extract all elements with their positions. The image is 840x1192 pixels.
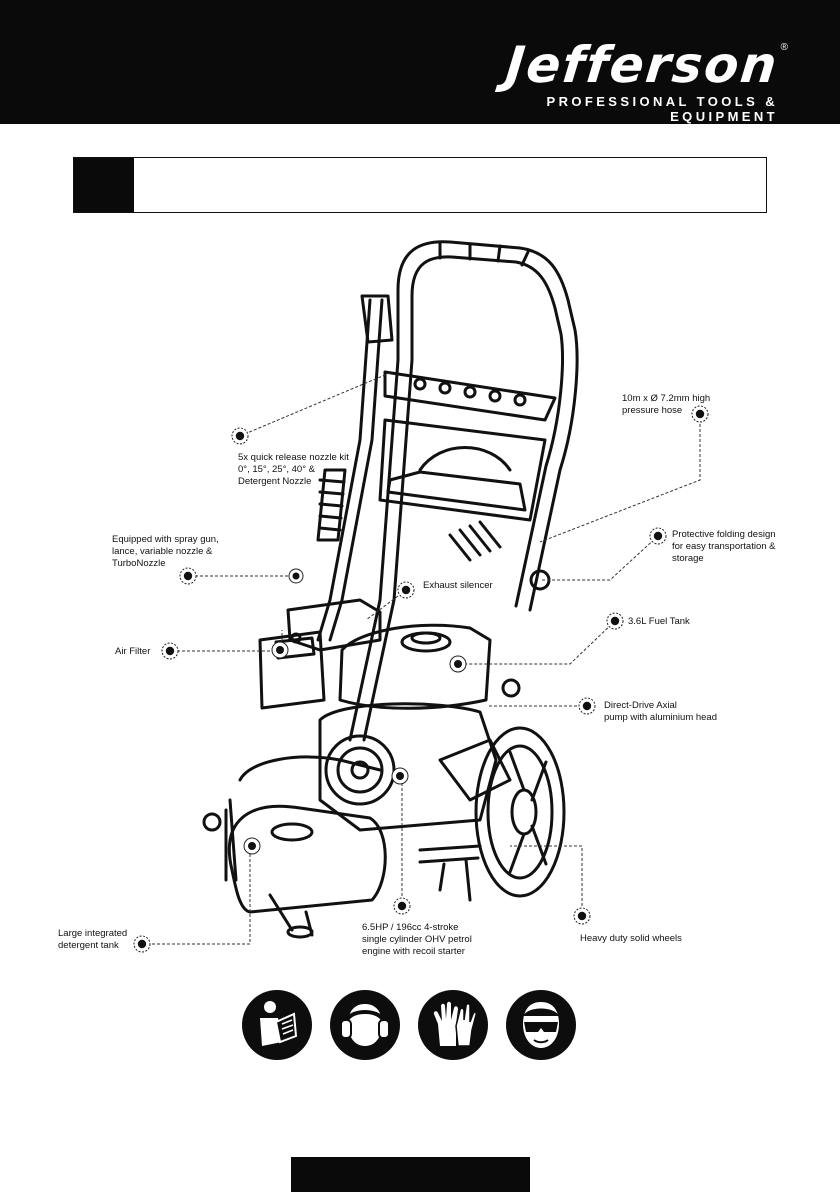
callout-exhaust: Exhaust silencer — [423, 580, 493, 591]
callout-fuel-tank: 3.6L Fuel Tank — [628, 616, 690, 627]
callout-marker-spray-gun — [179, 567, 197, 585]
brand-tagline: PROFESSIONAL TOOLS & EQUIPMENT — [546, 94, 778, 124]
exhaust-silencer — [286, 598, 382, 652]
callout-marker-detergent-tank — [133, 935, 151, 953]
callout-hose: 10m x Ø 7.2mm high pressure hose — [622, 393, 711, 416]
nozzle-holder — [383, 370, 557, 422]
callout-engine: 6.5HP / 196cc 4-stroke single cylinder O… — [362, 922, 472, 957]
callout-air-filter: Air Filter — [115, 646, 151, 657]
callout-marker-fuel-target — [449, 655, 467, 673]
callout-pump: Direct-Drive Axial pump with aluminium h… — [604, 700, 718, 723]
page-header: Jefferson ® PROFESSIONAL TOOLS & EQUIPME… — [0, 0, 840, 124]
recoil-starter — [324, 734, 396, 806]
air-filter-housing — [258, 630, 326, 710]
detergent-tank — [227, 804, 387, 914]
eye-protection-icon — [506, 990, 576, 1060]
callout-folding: Protective folding design for easy trans… — [672, 529, 776, 564]
safety-icons — [242, 990, 576, 1068]
callout-marker-hose — [691, 405, 709, 423]
section-title-tab — [74, 158, 134, 212]
callout-marker-air-filter-target — [271, 641, 289, 659]
callout-marker-air-filter — [161, 642, 179, 660]
callout-wheels: Heavy duty solid wheels — [580, 933, 682, 944]
callout-marker-exhaust — [397, 581, 415, 599]
spray-lance — [316, 298, 372, 642]
fuel-tank — [338, 623, 492, 710]
callout-spray-gun: Equipped with spray gun, lance, variable… — [112, 534, 219, 569]
wheel — [474, 726, 566, 898]
brand-logo: Jefferson ® PROFESSIONAL TOOLS & EQUIPME… — [458, 36, 788, 124]
callout-marker-engine-target — [391, 767, 409, 785]
callout-detergent-tank: Large integrated detergent tank — [58, 928, 128, 951]
callout-marker-nozzle-target — [288, 568, 304, 584]
gloves-icon — [418, 990, 488, 1060]
callout-nozzle-kit: 5x quick release nozzle kit 0°, 15°, 25°… — [238, 452, 349, 487]
section-title-bar — [73, 157, 767, 213]
registered-mark: ® — [780, 42, 788, 53]
callout-marker-nozzle-kit — [231, 427, 249, 445]
callout-marker-tank-target — [243, 837, 261, 855]
callout-marker-wheels — [573, 907, 591, 925]
read-manual-icon — [242, 990, 312, 1060]
callout-marker-engine — [393, 897, 411, 915]
page-number-tab — [291, 1157, 530, 1192]
callout-marker-pump — [578, 697, 596, 715]
ear-protection-icon — [330, 990, 400, 1060]
callout-marker-fuel-tank — [606, 612, 624, 630]
frame-handle — [396, 240, 579, 612]
pump-head — [438, 738, 512, 802]
callout-marker-folding — [649, 527, 667, 545]
